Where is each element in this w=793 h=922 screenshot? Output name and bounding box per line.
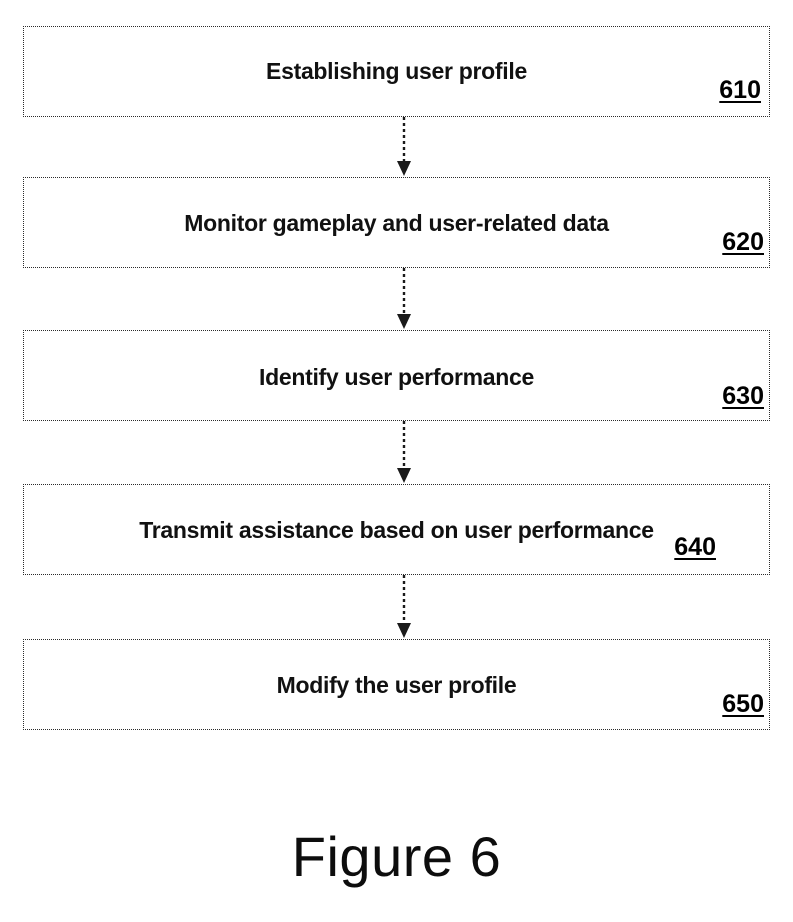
connector-arrow-640-to-650 [392,575,416,639]
flowchart-step-610: Establishing user profile 610 [23,26,770,117]
connector-arrow-620-to-630 [392,268,416,330]
reference-numeral-640: 640 [674,533,716,561]
arrow-down-icon [397,421,411,483]
step-label-610: Establishing user profile [266,58,527,84]
reference-numeral-630: 630 [722,382,764,410]
flowchart-step-650: Modify the user profile 650 [23,639,770,730]
flowchart-step-640: Transmit assistance based on user perfor… [23,484,770,575]
arrow-down-icon [397,575,411,638]
step-label-620: Monitor gameplay and user-related data [184,210,609,236]
step-label-640: Transmit assistance based on user perfor… [139,517,654,543]
reference-numeral-620: 620 [722,228,764,256]
reference-numeral-610: 610 [719,76,761,104]
flowchart-step-630: Identify user performance 630 [23,330,770,421]
arrow-down-icon [397,117,411,176]
connector-arrow-630-to-640 [392,421,416,484]
connector-arrow-610-to-620 [392,117,416,177]
step-label-650: Modify the user profile [276,672,517,698]
flowchart-step-620: Monitor gameplay and user-related data 6… [23,177,770,268]
arrow-down-icon [397,268,411,329]
reference-numeral-650: 650 [722,690,764,718]
step-label-630: Identify user performance [259,364,534,390]
figure-caption: Figure 6 [291,825,502,888]
